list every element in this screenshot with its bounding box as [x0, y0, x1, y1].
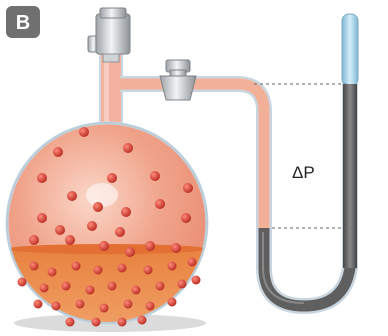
liquid-molecule-7 [188, 258, 197, 267]
liquid-molecule-10 [86, 286, 95, 295]
liquid-molecule-3 [94, 266, 103, 275]
liquid-molecule-27 [18, 278, 27, 287]
liquid-molecule-20 [168, 298, 177, 307]
badge-label: B [16, 12, 30, 34]
flask-highlight [86, 183, 118, 207]
liquid-molecule-4 [118, 264, 127, 273]
side-stopcock-icon[interactable] [160, 60, 196, 100]
liquid-molecule-18 [124, 300, 133, 309]
gas-molecule-21 [87, 221, 97, 231]
gas-molecule-16 [125, 247, 135, 257]
gas-molecule-19 [55, 225, 65, 235]
gas-molecule-11 [65, 235, 75, 245]
delta-p-label: ΔP [292, 163, 315, 182]
liquid-molecule-11 [108, 282, 117, 291]
top-stopcock-icon[interactable] [88, 8, 130, 62]
manometer-mercury-fill [264, 84, 350, 306]
liquid-molecule-26 [192, 276, 201, 285]
liquid-molecule-8 [40, 284, 49, 293]
gas-molecule-20 [115, 227, 125, 237]
gas-molecule-0 [79, 127, 89, 137]
liquid-molecule-25 [34, 300, 43, 309]
gas-molecule-13 [99, 241, 109, 251]
neck-highlight [104, 52, 109, 128]
gas-molecule-5 [150, 171, 160, 181]
liquid-molecule-24 [138, 316, 147, 325]
liquid-molecule-0 [30, 262, 39, 271]
liquid-molecule-6 [168, 262, 177, 271]
liquid-molecule-16 [76, 300, 85, 309]
liquid-molecule-13 [156, 282, 165, 291]
gas-molecule-2 [123, 143, 133, 153]
gas-molecule-6 [183, 183, 193, 193]
gas-molecule-17 [67, 191, 77, 201]
manometer-right-column [343, 84, 357, 268]
gas-molecule-10 [181, 213, 191, 223]
liquid-molecule-19 [146, 302, 155, 311]
gas-molecule-14 [145, 241, 155, 251]
liquid-molecule-17 [100, 304, 109, 313]
liquid-molecule-22 [92, 318, 101, 327]
gas-molecule-9 [37, 213, 47, 223]
panel-badge: B [6, 6, 40, 38]
liquid-molecule-9 [62, 282, 71, 291]
liquid-molecule-14 [178, 280, 187, 289]
manometer-mercury [264, 84, 350, 306]
gas-molecule-8 [121, 207, 131, 217]
liquid-molecule-12 [132, 286, 141, 295]
gas-molecule-15 [171, 243, 181, 253]
gas-molecule-12 [29, 235, 39, 245]
gas-molecule-7 [93, 202, 103, 212]
gas-molecule-18 [155, 199, 165, 209]
gas-molecule-4 [107, 173, 117, 183]
gas-molecule-3 [37, 173, 47, 183]
liquid-molecule-21 [66, 318, 75, 327]
liquid-molecule-2 [72, 262, 81, 271]
liquid-molecule-5 [144, 266, 153, 275]
liquid-molecule-23 [118, 318, 127, 327]
gas-molecule-1 [53, 147, 63, 157]
liquid-molecule-1 [48, 268, 57, 277]
manometer-open-tube [342, 14, 358, 86]
liquid-molecule-15 [52, 302, 61, 311]
